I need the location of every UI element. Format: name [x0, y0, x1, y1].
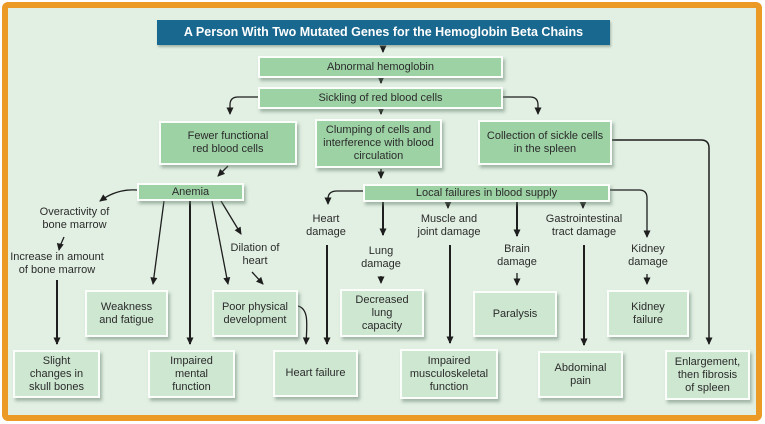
node-anemia: Anemia — [137, 183, 244, 201]
node-abnormal-hemoglobin: Abnormal hemoglobin — [258, 56, 503, 78]
label-muscle-joint-damage: Muscle and joint damage — [417, 213, 481, 238]
node-paralysis: Paralysis — [473, 291, 557, 337]
node-title: A Person With Two Mutated Genes for the … — [157, 20, 610, 45]
node-abdominal-pain: Abdominal pain — [538, 351, 623, 398]
node-decreased-lung: Decreased lung capacity — [340, 289, 424, 337]
node-collection-spleen: Collection of sickle cells in the spleen — [478, 120, 612, 165]
label-kidney-damage: Kidney damage — [628, 243, 668, 268]
node-impaired-musculoskeletal: Impaired musculoskeletal function — [400, 349, 498, 399]
node-weakness-fatigue: Weakness and fatigue — [85, 290, 168, 337]
node-sickling: Sickling of red blood cells — [258, 87, 503, 109]
node-enlargement-spleen: Enlargement, then fibrosis of spleen — [665, 350, 750, 400]
node-poor-physical: Poor physical development — [212, 290, 298, 337]
label-increase-marrow: Increase in amount of bone marrow — [10, 251, 104, 276]
label-heart-damage: Heart damage — [306, 213, 346, 238]
label-overactivity: Overactivity of bone marrow — [39, 206, 110, 231]
label-dilation-heart: Dilation of heart — [230, 242, 280, 267]
label-lung-damage: Lung damage — [361, 245, 401, 270]
node-fewer-functional: Fewer functional red blood cells — [159, 121, 297, 165]
node-slight-changes: Slight changes in skull bones — [13, 350, 100, 398]
node-clumping: Clumping of cells and interference with … — [315, 119, 442, 168]
node-impaired-mental: Impaired mental function — [148, 350, 235, 398]
node-kidney-failure: Kidney failure — [607, 290, 689, 337]
node-local-failures: Local failures in blood supply — [363, 184, 610, 202]
label-brain-damage: Brain damage — [497, 243, 537, 268]
node-heart-failure: Heart failure — [273, 350, 358, 397]
label-gi-damage: Gastrointestinal tract damage — [545, 213, 623, 238]
